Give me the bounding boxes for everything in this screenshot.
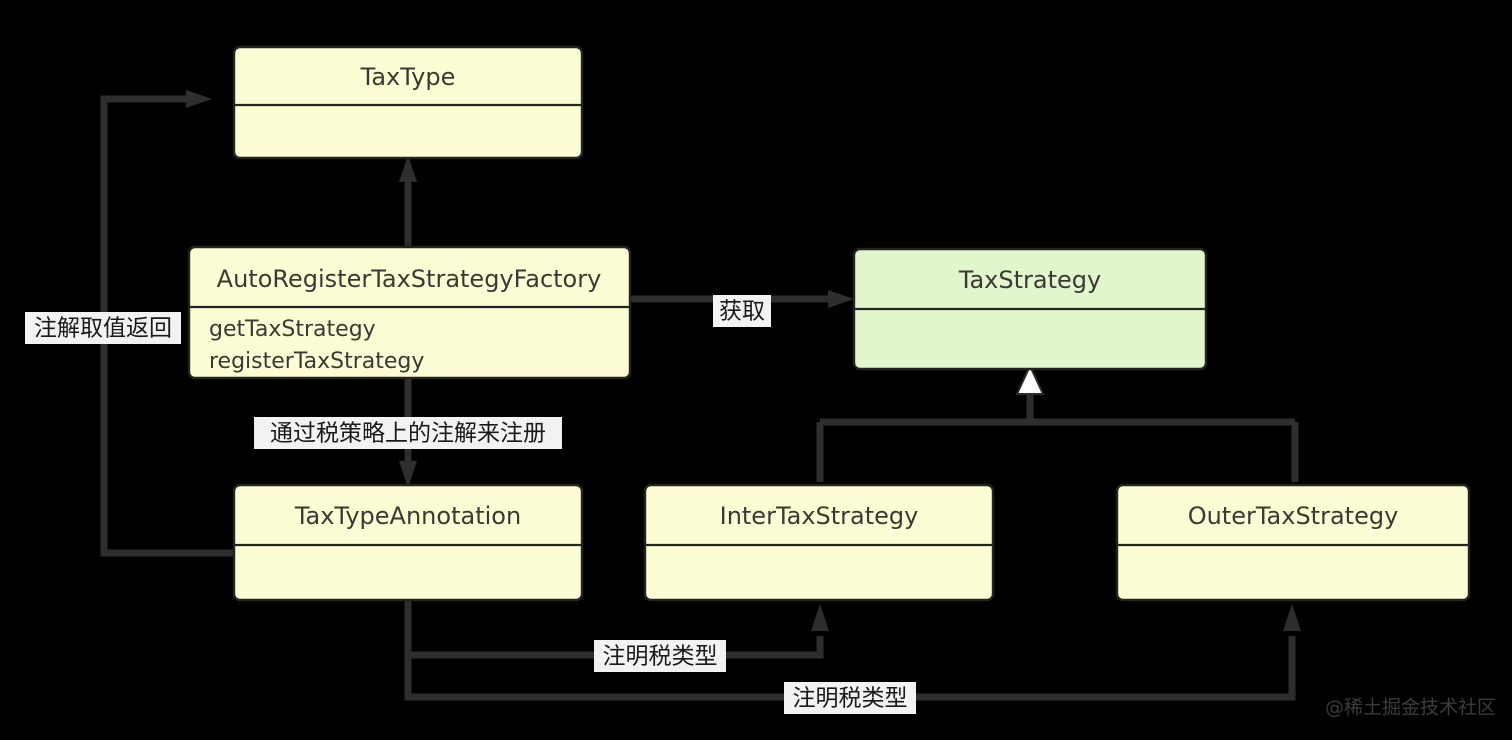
arrowhead-icon — [811, 604, 829, 631]
edge-label-register-via-annotation: 通过税策略上的注解来注册 — [254, 417, 562, 449]
arrowhead-icon — [399, 461, 417, 488]
class-title: InterTaxStrategy — [720, 502, 919, 530]
class-title: AutoRegisterTaxStrategyFactory — [217, 265, 602, 293]
class-title: TaxType — [360, 63, 456, 91]
arrowhead-icon — [186, 90, 212, 108]
watermark-text: @稀土掘金技术社区 — [1325, 697, 1496, 719]
class-title: TaxStrategy — [958, 266, 1101, 294]
edge-label-text: 获取 — [719, 299, 765, 325]
edge-label-text: 注明税类型 — [603, 644, 718, 670]
class-box-rect[interactable] — [643, 483, 995, 602]
edge-label-background — [594, 640, 726, 672]
arrowhead-icon — [1283, 604, 1301, 631]
edge-label-background — [784, 682, 916, 714]
class-member: registerTaxStrategy — [209, 349, 424, 374]
edge-label-background — [254, 417, 562, 449]
class-member: getTaxStrategy — [209, 317, 376, 342]
class-box-rect[interactable] — [232, 483, 584, 602]
class-box-rect[interactable] — [1115, 483, 1471, 602]
class-box-rect[interactable] — [232, 45, 584, 160]
class-box-taxtypeannotation[interactable]: TaxTypeAnnotation — [232, 483, 584, 602]
edge-label-text: 注明税类型 — [793, 686, 908, 712]
connector-layer — [100, 90, 1301, 701]
watermark: @稀土掘金技术社区 — [1325, 697, 1496, 719]
edge-label-annotation-value-return: 注解取值返回 — [25, 312, 181, 344]
class-box-intertaxstrategy[interactable]: InterTaxStrategy — [643, 483, 995, 602]
connector-factory-to-taxtype — [399, 155, 417, 247]
edge-label-declare-tax-type-inter: 注明税类型 — [594, 640, 726, 672]
class-box-taxstrategy[interactable]: TaxStrategy — [852, 247, 1208, 371]
class-box-outertaxstrategy[interactable]: OuterTaxStrategy — [1115, 483, 1471, 602]
edge-label-background — [713, 295, 771, 327]
arrowhead-icon — [399, 155, 417, 182]
edge-label-declare-tax-type-outer: 注明税类型 — [784, 682, 916, 714]
class-title: OuterTaxStrategy — [1188, 502, 1399, 530]
class-box-rect[interactable] — [187, 245, 632, 380]
arrowhead-icon — [828, 290, 854, 308]
connector-inheritance-taxstrategy — [816, 363, 1299, 482]
edge-label-text: 注解取值返回 — [34, 316, 172, 342]
edge-label-acquire: 获取 — [713, 295, 771, 327]
class-box-factory[interactable]: AutoRegisterTaxStrategyFactory getTaxStr… — [187, 245, 632, 380]
class-box-taxtype[interactable]: TaxType — [232, 45, 584, 160]
edge-label-background — [25, 312, 181, 344]
inheritance-triangle-icon — [1015, 363, 1045, 395]
edge-label-text: 通过税策略上的注解来注册 — [270, 421, 546, 447]
class-title: TaxTypeAnnotation — [294, 502, 521, 530]
